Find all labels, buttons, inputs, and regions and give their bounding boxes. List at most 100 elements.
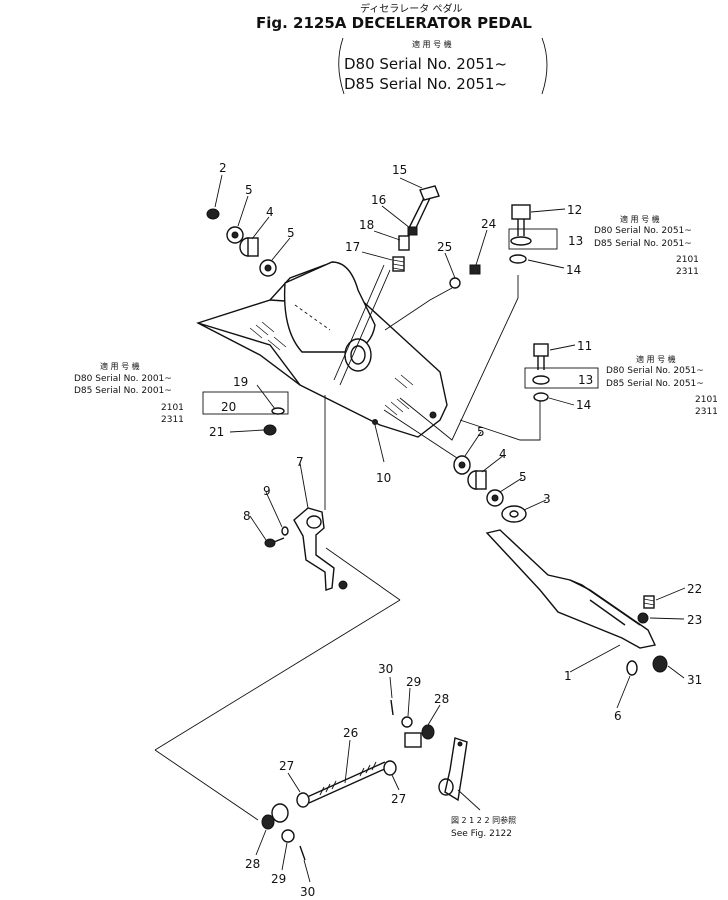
callout-27: 27 — [391, 792, 406, 806]
part-1-pedal — [485, 529, 657, 649]
callout-17: 17 — [345, 240, 360, 254]
figure-title: Fig. 2125A DECELERATOR PEDAL — [256, 14, 532, 32]
part-27-nut-right — [383, 760, 397, 776]
callout-7: 7 — [296, 455, 304, 469]
part-28-joint-left — [261, 803, 289, 830]
callout-31: 31 — [687, 673, 702, 687]
svg-text:D85 Serial No. 2051~: D85 Serial No. 2051~ — [594, 239, 692, 249]
callout-11: 11 — [577, 339, 592, 353]
callout-26: 26 — [343, 726, 358, 740]
svg-text:D80 Serial No. 2051~: D80 Serial No. 2051~ — [594, 226, 692, 236]
callout-12: 12 — [567, 203, 582, 217]
part-5-bushing-top — [226, 226, 244, 244]
part-27-nut-left — [296, 792, 310, 808]
part-17-spring — [392, 256, 405, 272]
pedal-bracket-assembly — [196, 261, 448, 438]
part-15-bolt — [407, 185, 440, 233]
callout-2: 2 — [219, 161, 227, 175]
part-5-bushing-top-2 — [259, 259, 277, 277]
bracket-13-mid — [524, 367, 599, 389]
part-9-washer — [281, 526, 289, 536]
part-22-spring — [643, 595, 655, 609]
callout-3: 3 — [543, 492, 551, 506]
part-4-collar-top — [239, 237, 259, 257]
serial-d80: D80 Serial No. 2051~ — [344, 55, 507, 73]
part-13-washer-top — [510, 236, 532, 246]
svg-text:D85 Serial No. 2051~: D85 Serial No. 2051~ — [606, 379, 704, 389]
japanese-title: ディセラレータ ペダル — [360, 2, 462, 15]
callout-6: 6 — [614, 709, 622, 723]
callout-30: 30 — [300, 885, 315, 899]
part-2-bolt — [206, 208, 220, 220]
callout-14: 14 — [576, 398, 591, 412]
svg-text:2101: 2101 — [161, 403, 184, 413]
callout-21: 21 — [209, 425, 224, 439]
part-14-washer-top — [509, 254, 527, 264]
callout-18: 18 — [359, 218, 374, 232]
bracket-13-top — [508, 228, 558, 250]
part-5-bushing-mid — [453, 455, 471, 475]
part-21-nut — [263, 424, 277, 436]
hatching — [249, 321, 414, 416]
callout-27: 27 — [279, 759, 294, 773]
callout-1: 1 — [564, 669, 572, 683]
callout-13: 13 — [578, 373, 593, 387]
svg-text:2311: 2311 — [695, 407, 718, 417]
left-bracket — [338, 37, 345, 95]
part-24-screw — [469, 264, 481, 275]
callout-20: 20 — [221, 400, 236, 414]
part-18-pin — [398, 235, 410, 251]
svg-text:2101: 2101 — [676, 255, 699, 265]
part-29-washer-right — [401, 716, 413, 728]
svg-text:2311: 2311 — [676, 267, 699, 277]
callout-14: 14 — [566, 263, 581, 277]
part-25-nut — [449, 277, 461, 289]
svg-text:適 用 号 機: 適 用 号 機 — [636, 354, 676, 364]
callout-22: 22 — [687, 582, 702, 596]
callout-19: 19 — [233, 375, 248, 389]
bracket-20 — [202, 391, 289, 415]
part-12-bolt — [511, 204, 531, 236]
leader-lines — [214, 174, 686, 883]
external-lever — [438, 737, 468, 802]
svg-text:D80 Serial No. 2001~: D80 Serial No. 2001~ — [74, 374, 172, 384]
svg-text:D80 Serial No. 2051~: D80 Serial No. 2051~ — [606, 366, 704, 376]
callout-25: 25 — [437, 240, 452, 254]
part-30-cotter-right — [390, 699, 394, 716]
guide-lines — [154, 264, 541, 821]
part-13-washer-mid — [532, 375, 550, 385]
part-11-bolt — [533, 343, 549, 370]
callout-4: 4 — [499, 447, 507, 461]
svg-text:図 2 1 2 2 同参照: 図 2 1 2 2 同参照 — [451, 815, 516, 825]
see-fig-note: 図 2 1 2 2 同参照 See Fig. 2122 — [451, 815, 516, 839]
right-bracket — [541, 37, 548, 95]
callout-10: 10 — [376, 471, 391, 485]
part-28-joint-right — [404, 724, 435, 748]
callout-16: 16 — [371, 193, 386, 207]
part-23-nut — [637, 612, 649, 624]
callout-4: 4 — [266, 205, 274, 219]
part-8-bolt — [264, 537, 285, 548]
svg-text:適 用 号 機: 適 用 号 機 — [620, 214, 660, 224]
part-14-washer-mid — [533, 392, 549, 402]
callout-8: 8 — [243, 509, 251, 523]
part-4-collar-mid — [467, 470, 487, 490]
serial-d85: D85 Serial No. 2051~ — [344, 75, 507, 93]
serial-note-left: 適 用 号 機 D80 Serial No. 2001~ D85 Serial … — [74, 361, 184, 425]
svg-text:D85 Serial No. 2001~: D85 Serial No. 2001~ — [74, 386, 172, 396]
part-19-washer — [271, 407, 285, 415]
callout-24: 24 — [481, 217, 496, 231]
svg-text:See Fig. 2122: See Fig. 2122 — [451, 829, 512, 839]
serial-note-mid-right: 適 用 号 機 D80 Serial No. 2051~ D85 Serial … — [606, 354, 718, 417]
part-16-nut — [407, 226, 418, 236]
callout-28: 28 — [434, 692, 449, 706]
callout-5: 5 — [245, 183, 253, 197]
part-7-lever — [293, 507, 335, 591]
callout-5: 5 — [519, 470, 527, 484]
lever-pin — [338, 580, 348, 590]
svg-text:2101: 2101 — [695, 395, 718, 405]
part-29-washer-left — [281, 829, 295, 843]
applicable-label-jp: 適 用 号 機 — [412, 39, 452, 49]
